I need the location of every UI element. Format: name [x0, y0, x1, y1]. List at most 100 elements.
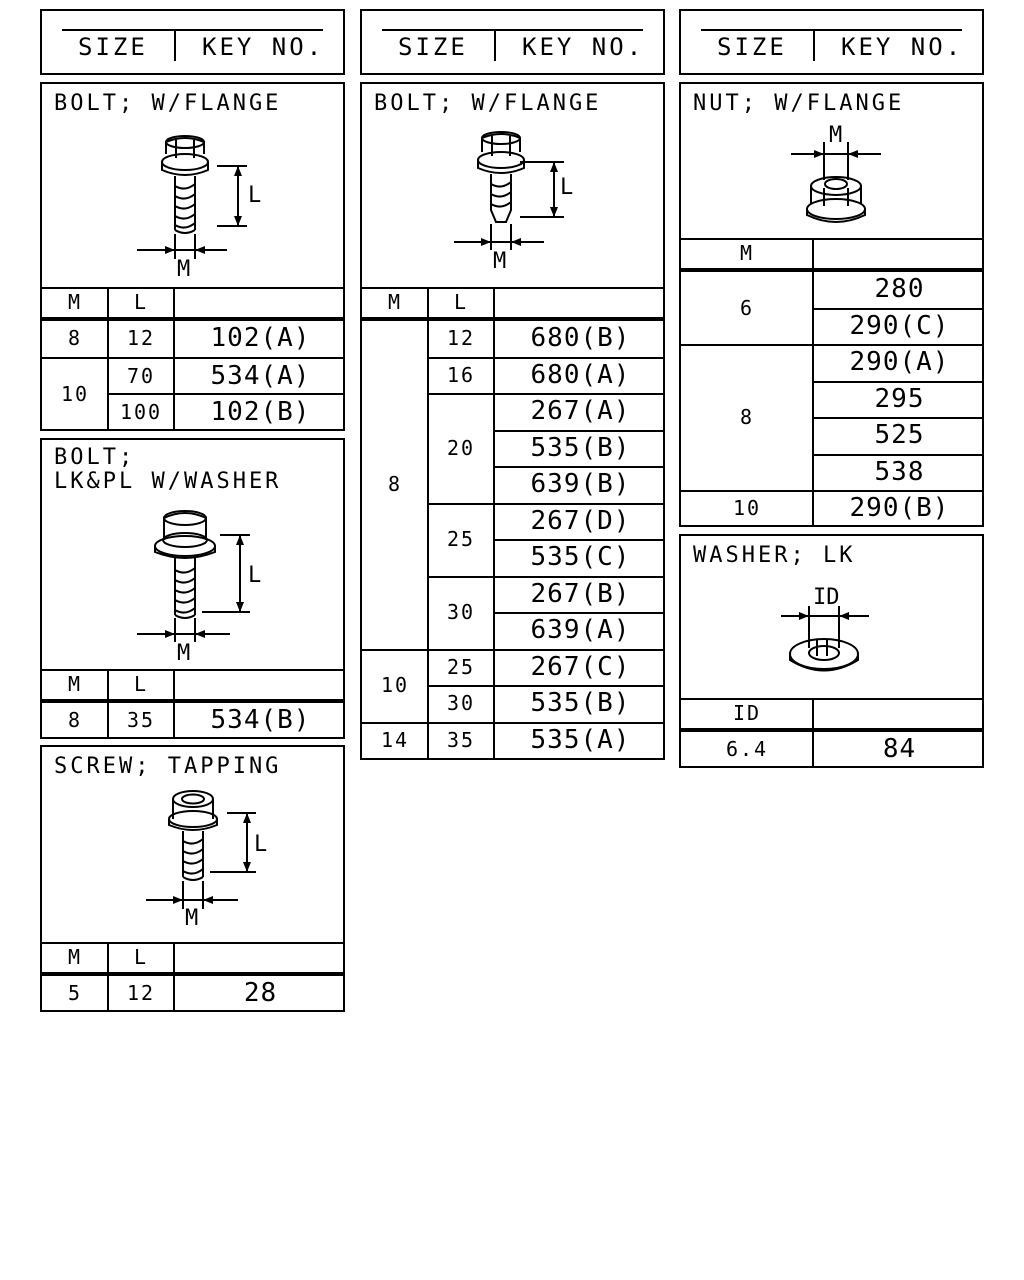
dim-m-label: M: [185, 906, 198, 931]
cell-l: 16: [446, 362, 476, 387]
header-box-1: SIZE KEY NO.: [40, 9, 345, 75]
row-rule: [812, 307, 982, 310]
cell-key: 84: [882, 734, 917, 764]
lock-washer-drawing: ID: [781, 585, 869, 672]
cell-key: 267(A): [530, 396, 631, 427]
bolt-flange-panel-2: BOLT; W/FLANGE L M M L 680(B)680(A)267(A…: [360, 82, 665, 760]
cell-m: 10: [60, 382, 90, 406]
header-key-label: KEY NO.: [841, 33, 964, 61]
header-box-2: SIZE KEY NO.: [360, 9, 665, 75]
row-rule: [493, 502, 663, 505]
row-rule: [493, 539, 663, 541]
cell-l: 35: [446, 727, 476, 752]
cell-m: 10: [380, 673, 410, 697]
cell-m: 6: [739, 295, 755, 320]
row-rule: [427, 356, 494, 359]
header-separator: [494, 31, 496, 61]
row-rule: [493, 648, 663, 651]
cell-key: 290(B): [849, 493, 950, 524]
col-header-l: L: [133, 672, 149, 696]
cell-l: 25: [446, 527, 476, 551]
cell-key: 267(C): [530, 651, 631, 682]
dim-m-label: M: [177, 257, 190, 282]
cell-m: 8: [739, 405, 755, 429]
header-box-3: SIZE KEY NO.: [679, 9, 984, 75]
washer-lk-panel: WASHER; LK ID ID 6.4 84: [679, 534, 984, 768]
cell-id: 6.4: [725, 737, 769, 761]
row-rule: [681, 490, 813, 492]
header-rule: [701, 29, 962, 31]
part-title: SCREW; TAPPING: [54, 754, 282, 779]
cell-m: 5: [67, 981, 83, 1005]
cell-l: 30: [446, 691, 476, 716]
cell-key: 639(B): [530, 469, 631, 500]
row-rule: [493, 612, 663, 614]
col-header-id: ID: [732, 701, 762, 725]
cell-l: 70: [126, 364, 156, 388]
header-rule: [382, 29, 643, 31]
cell-l: 12: [126, 981, 156, 1005]
header-size-label: SIZE: [398, 33, 468, 61]
row-rule: [427, 393, 494, 395]
cell-key: 102(A): [210, 323, 311, 353]
row-rule: [362, 648, 428, 651]
dim-m-label: M: [177, 641, 190, 666]
flange-nut-drawing: M: [791, 123, 881, 223]
row-rule: [427, 575, 494, 578]
cell-key: 680(B): [530, 323, 631, 354]
col-header-m: M: [67, 672, 83, 696]
cell-l: 35: [126, 708, 156, 732]
col-header-m: M: [739, 241, 755, 265]
cell-key: 28: [243, 978, 278, 1008]
row-rule: [362, 721, 428, 724]
row-rule: [812, 417, 982, 419]
header-size-label: SIZE: [717, 33, 787, 61]
cell-key: 535(C): [530, 542, 631, 573]
cell-key: 295: [874, 383, 925, 414]
row-rule: [812, 380, 982, 383]
row-rule: [493, 356, 663, 359]
cell-l: 100: [119, 400, 163, 424]
part-title: BOLT; W/FLANGE: [54, 91, 282, 116]
row-rule: [812, 453, 982, 456]
cell-key: 639(A): [530, 615, 631, 646]
row-rule: [493, 466, 663, 468]
flange-bolt-drawing: L M: [454, 131, 573, 274]
cell-m: 8: [67, 326, 83, 350]
dim-l-label: L: [254, 832, 267, 857]
cell-m: 8: [67, 708, 83, 732]
cell-l: 25: [446, 654, 476, 679]
cell-key: 535(A): [530, 724, 631, 755]
cell-key: 680(A): [530, 359, 631, 390]
tapping-screw-drawing: L M: [146, 790, 267, 931]
header-rule: [62, 29, 323, 31]
row-rule: [493, 429, 663, 432]
cell-m: 14: [380, 727, 410, 752]
cell-l: 20: [446, 435, 476, 460]
cell-key: 290(C): [849, 310, 950, 341]
col-header-m: M: [67, 290, 83, 314]
washer-bolt-drawing: L M: [137, 510, 261, 666]
row-rule: [493, 721, 663, 724]
dim-l-label: L: [560, 175, 573, 200]
dim-id-label: ID: [813, 585, 840, 610]
cell-key: 538: [874, 456, 925, 487]
bolt-washer-panel: BOLT; LK&PL W/WASHER L M M L 8 35 534(B): [40, 438, 345, 739]
cell-l: 12: [446, 326, 476, 351]
col-header-l: L: [453, 290, 469, 314]
cell-key: 534(B): [210, 705, 311, 735]
cell-key: 535(B): [530, 432, 631, 463]
col-header-l: L: [133, 945, 149, 969]
header-size-label: SIZE: [78, 33, 148, 61]
part-title: BOLT; LK&PL W/WASHER: [54, 445, 282, 494]
row-rule: [427, 502, 494, 505]
bolt-flange-panel-1: BOLT; W/FLANGE L M M L 8 12 102(A) 10 70: [40, 82, 345, 431]
col-header-l: L: [133, 290, 149, 314]
dim-l-label: L: [248, 563, 261, 588]
cell-key: 525: [874, 420, 925, 451]
cell-key: 267(D): [530, 505, 631, 536]
cell-key: 280: [874, 274, 925, 305]
row-rule: [812, 490, 982, 492]
screw-tapping-panel: SCREW; TAPPING L M M L 5 12 28: [40, 745, 345, 1012]
